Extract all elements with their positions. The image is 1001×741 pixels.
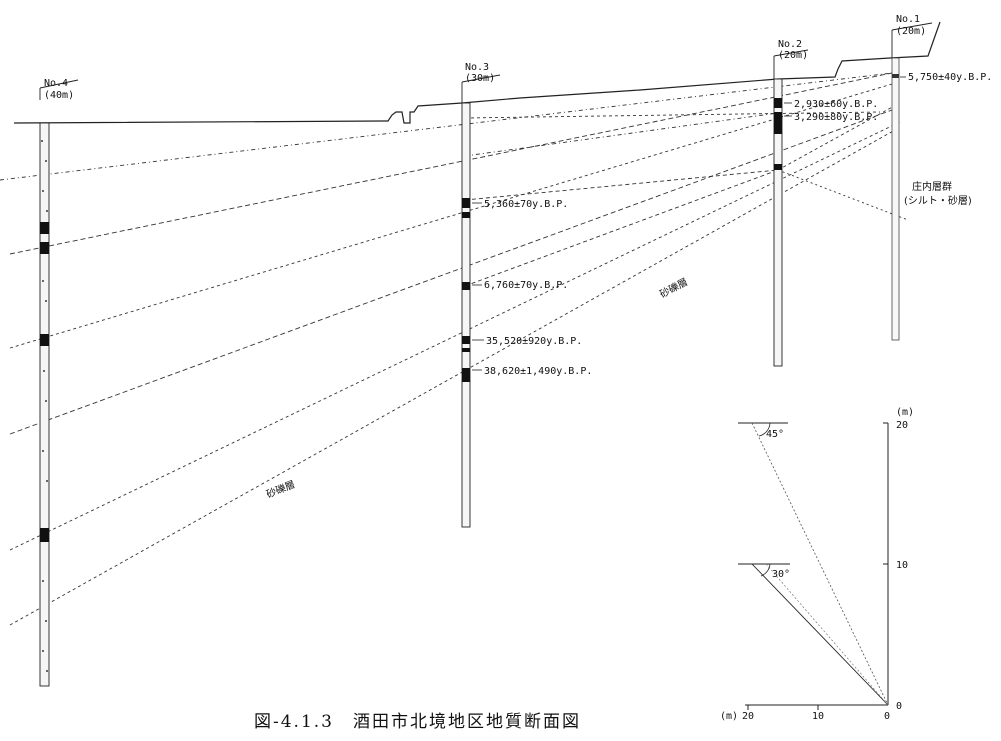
correlation-line-4 [9, 109, 893, 435]
slope-line-45 [751, 422, 889, 706]
date-label-5: 6,760±70y.B.P. [484, 280, 568, 291]
correlation-lines [0, 72, 909, 626]
borehole-no4-depth: (40m) [44, 90, 74, 101]
correlation-line-6 [9, 129, 896, 626]
scale-unit-vertical: (m) [896, 407, 914, 418]
borehole-no1-depth: (20m) [896, 26, 926, 37]
angle-label-45: 45° [766, 429, 784, 440]
scale-tick-v-20: 20 [896, 420, 908, 431]
date-labels: 5,750±40y.B.P. 2,930±60y.B.P. 3,290±80y.… [472, 72, 992, 377]
correlation-line-3 [9, 83, 893, 349]
correlation-line-10 [777, 169, 909, 221]
scale-tick-h-10: 10 [812, 711, 824, 722]
scale-diagram: (m) 20 10 0 (m) 20 10 0 45° 30° [720, 407, 914, 722]
formation-shonai-sublabel: (シルト・砂層) [904, 194, 972, 207]
correlation-line-7 [464, 169, 779, 201]
slope-line-30 [751, 563, 889, 706]
correlation-line-9 [777, 104, 897, 171]
borehole-no1: No.1 (20m) [891, 14, 933, 341]
date-label-2: 2,930±60y.B.P. [794, 99, 878, 110]
borehole-no3: No.3 (30m) [461, 62, 501, 528]
formation-gravel-upper-label: 砂礫層 [657, 275, 690, 301]
correlation-line-8 [464, 169, 779, 287]
figure-caption: 図-4.1.3 酒田市北境地区地質断面図 [254, 712, 581, 732]
correlation-line-2 [9, 72, 893, 255]
date-label-4: 5,360±70y.B.P. [484, 199, 568, 210]
date-label-1: 5,750±40y.B.P. [908, 72, 992, 83]
correlation-line-5 [9, 121, 901, 551]
date-label-7: 38,620±1,490y.B.P. [484, 366, 592, 377]
date-label-6: 35,520±920y.B.P. [486, 336, 582, 347]
scale-tick-h-0: 0 [884, 711, 890, 722]
correlation-line-12 [464, 112, 779, 157]
borehole-no2-depth: (20m) [778, 50, 808, 61]
borehole-no3-id: No.3 [465, 62, 489, 73]
borehole-no4-id: No.4 [44, 78, 68, 89]
borehole-no1-id: No.1 [896, 14, 920, 25]
borehole-no2-id: No.2 [778, 39, 802, 50]
scale-tick-h-20: 20 [742, 711, 754, 722]
formation-gravel-lower-label: 砂礫層 [264, 477, 297, 500]
correlation-line-1 [0, 72, 893, 181]
borehole-no3-depth: (30m) [465, 73, 495, 84]
formation-shonai-label: 庄内層群 [912, 180, 952, 193]
scale-tick-v-0: 0 [896, 701, 902, 712]
angle-label-30: 30° [772, 569, 790, 580]
ground-surface-line [13, 21, 941, 124]
scale-tick-v-10: 10 [896, 560, 908, 571]
borehole-no4: No.4 (40m) [39, 78, 79, 687]
date-label-3: 3,290±80y.B.P. [794, 112, 878, 123]
scale-unit-horizontal: (m) [720, 711, 738, 722]
borehole-no2: No.2 (20m) [773, 39, 808, 367]
